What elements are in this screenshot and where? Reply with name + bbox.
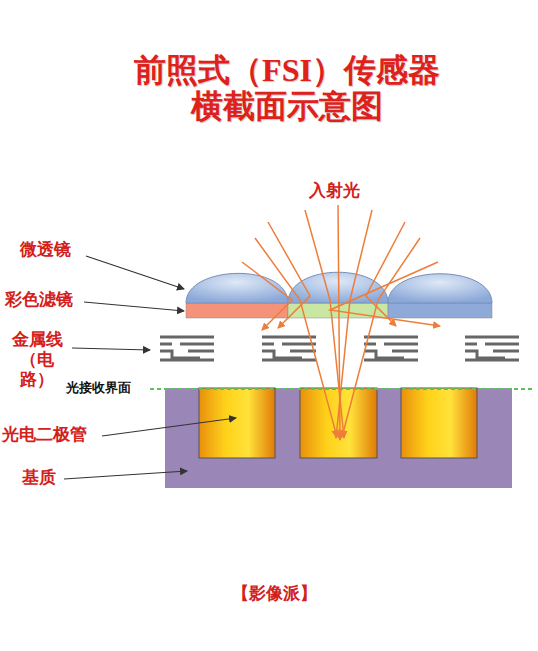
light-label: 入射光 <box>309 181 360 201</box>
part-label: 微透镜 <box>20 240 71 260</box>
substrate <box>165 388 512 488</box>
blue-filter <box>388 303 492 318</box>
part-label: 基质 <box>22 468 56 488</box>
watermark: 【影像派】 <box>232 584 317 604</box>
boundary-label: 光接收界面 <box>66 380 131 396</box>
photodiode <box>199 388 275 458</box>
part-label: 彩色滤镜 <box>5 290 73 310</box>
micro-lens <box>388 274 492 303</box>
photodiode <box>401 388 477 458</box>
photodiode <box>300 388 377 458</box>
red-filter <box>186 303 288 318</box>
micro-lens <box>186 273 288 303</box>
title: 前照式（FSI）传感器 横截面示意图 <box>112 52 462 124</box>
part-label: 光电二极管 <box>2 425 87 445</box>
part-label: 金属线 （电路） <box>4 330 70 390</box>
leader-lines <box>64 256 236 479</box>
incident-light <box>242 205 440 440</box>
